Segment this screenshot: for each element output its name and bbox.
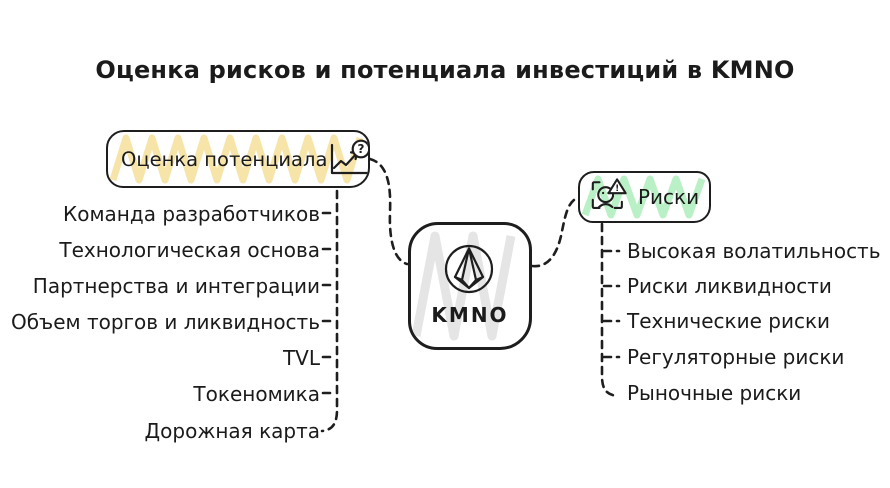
node-kmno-token bbox=[408, 222, 532, 350]
kamino-token-logo bbox=[444, 244, 494, 294]
right-branch-item: Регуляторные риски bbox=[627, 345, 845, 369]
svg-text:?: ? bbox=[358, 142, 365, 156]
node-potential-assessment: Оценка потенциала ? bbox=[106, 130, 370, 188]
node-potential-label: Оценка потенциала bbox=[121, 147, 328, 171]
gray-scribble-fill bbox=[413, 231, 516, 341]
left-branch-item: Команда разработчиков bbox=[63, 202, 320, 226]
sad-face-alert-icon: ! bbox=[591, 178, 627, 209]
node-risks-label: Риски bbox=[638, 185, 700, 209]
node-risks: ! Риски bbox=[578, 171, 711, 223]
right-branch-item: Высокая волатильность bbox=[627, 239, 881, 263]
right-branch-item: Рыночные риски bbox=[627, 381, 802, 405]
yellow-scribble-fill bbox=[110, 134, 364, 184]
edge-left-to-center bbox=[368, 157, 409, 266]
left-branch-item: Дорожная карта bbox=[144, 419, 320, 443]
left-branch-item: Партнерства и интеграции bbox=[32, 274, 320, 298]
right-branch-item: Технические риски bbox=[627, 309, 831, 333]
trend-chart-question-icon: ? bbox=[331, 139, 368, 175]
svg-text:!: ! bbox=[615, 184, 619, 194]
node-kmno-label: KMNO bbox=[431, 303, 509, 327]
left-branch-item: Объем торгов и ликвидность bbox=[10, 310, 320, 334]
left-branch-item: Токеномика bbox=[193, 382, 320, 406]
green-scribble-fill bbox=[582, 175, 706, 219]
left-branch-item: TVL bbox=[282, 346, 320, 370]
edge-center-to-right bbox=[530, 196, 579, 268]
right-branch-item: Риски ликвидности bbox=[627, 274, 832, 298]
diagram-title: Оценка рисков и потенциала инвестиций в … bbox=[95, 56, 795, 84]
edge-left-spine bbox=[320, 189, 339, 433]
left-branch-item: Технологическая основа bbox=[59, 238, 320, 262]
